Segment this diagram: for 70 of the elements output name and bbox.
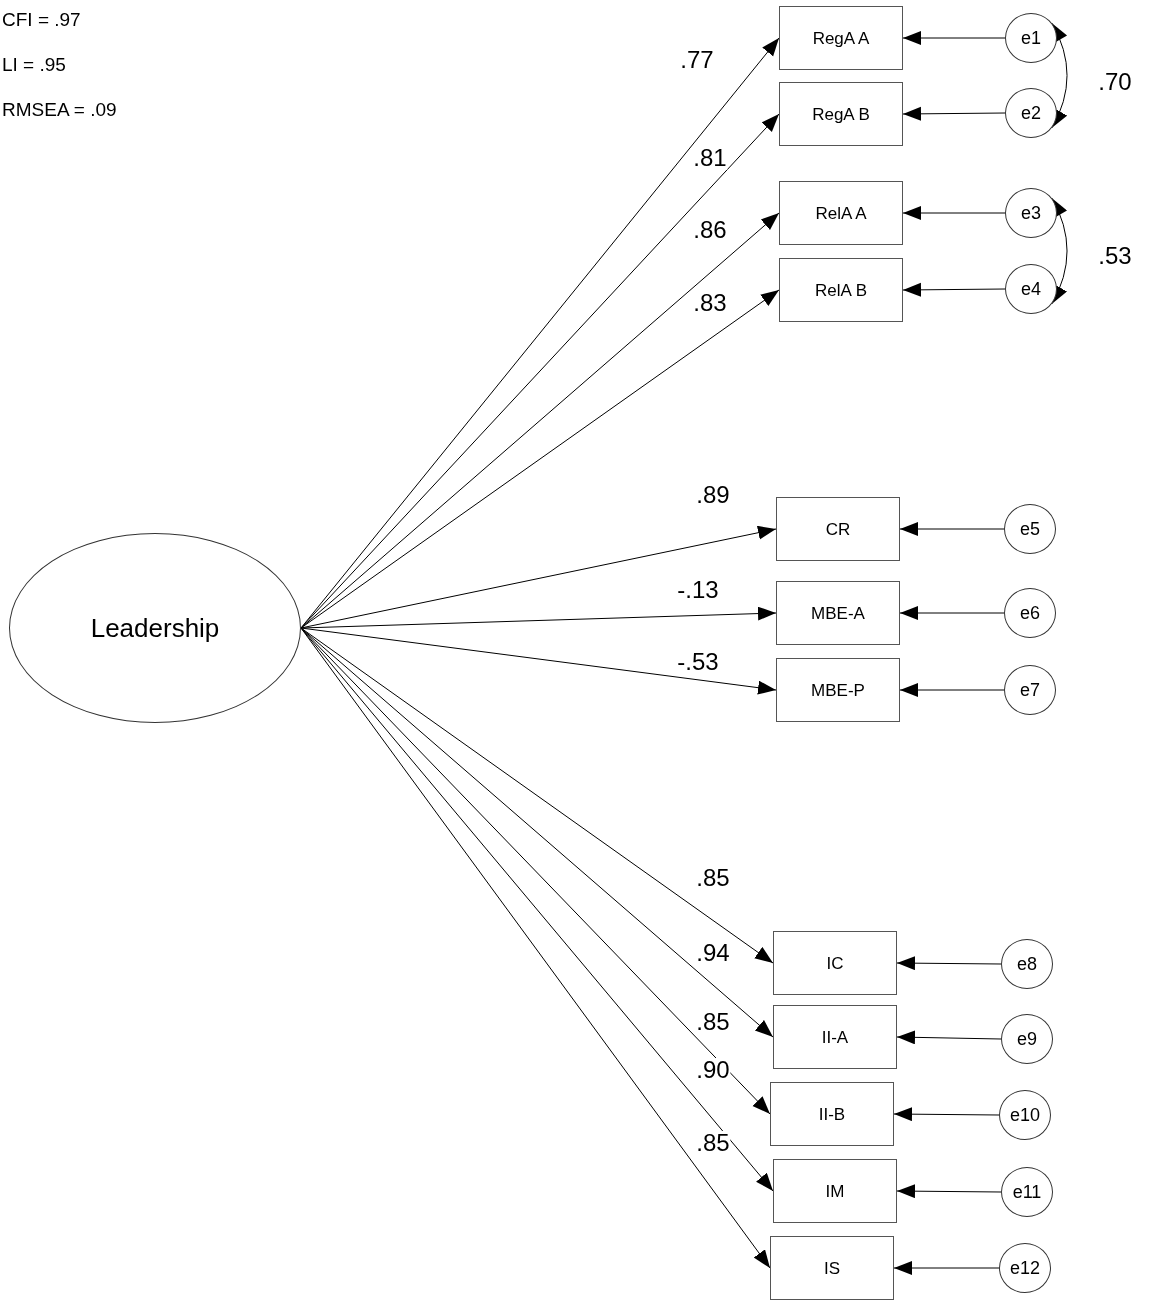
path-arrow [902,106,1006,121]
observed-variable-box [773,931,897,995]
variable-label: II-B [818,1105,846,1123]
variable-label: IS [823,1259,841,1277]
variable-label: e2 [1021,104,1041,122]
observed-variable-box [770,1236,894,1300]
variable-label: RegA B [812,105,870,123]
error-term-circle [1004,504,1056,554]
path-arrow [300,627,777,695]
path-arrow [300,627,774,964]
variable-label: e6 [1020,604,1040,622]
error-term-circle [1004,588,1056,638]
error-term-circle [1001,1167,1053,1217]
observed-variable-box [779,258,903,322]
fit-statistic: RMSEA = .09 [2,100,117,119]
variable-label: IC [826,954,844,972]
variable-label: IM [825,1182,845,1200]
error-term-circle [1004,665,1056,715]
observed-variable-box [779,6,903,70]
path-arrow [300,606,777,629]
error-term-circle [1005,88,1057,138]
path-arrow [902,206,1006,220]
fit-statistic: CFI = .97 [2,10,81,29]
variable-label: RegA A [812,29,870,47]
path-arrow [899,606,1005,620]
variable-label: e12 [1009,1259,1040,1277]
variable-label: II-A [821,1028,849,1046]
variable-label: e5 [1020,520,1040,538]
path-arrow [902,31,1006,45]
variable-label: RelA A [815,204,867,222]
path-arrow [896,956,1002,971]
observed-variable-box [776,497,900,561]
observed-variable-box [779,181,903,245]
path-arrow [896,1030,1002,1045]
error-term-circle [1005,264,1057,314]
path-arrow [893,1261,1000,1275]
variable-label: e1 [1021,29,1041,47]
path-arrow [896,1184,1002,1199]
error-term-circle [1005,188,1057,238]
variable-label: e7 [1020,681,1040,699]
error-term-circle [1005,13,1057,63]
error-term-circle [999,1243,1051,1293]
variable-label: Leadership [90,615,220,641]
observed-variable-box [773,1159,897,1223]
variable-label: e3 [1021,204,1041,222]
path-arrow [899,522,1005,536]
observed-variable-box [779,82,903,146]
variable-label: CR [825,520,851,538]
path-arrow [300,289,780,629]
variable-label: e10 [1009,1106,1040,1124]
variable-label: e11 [1012,1183,1042,1201]
loading-value: .81 [692,146,728,170]
error-term-circle [1001,1014,1053,1064]
variable-label: e8 [1017,955,1037,973]
observed-variable-box [773,1005,897,1069]
fit-statistic: LI = .95 [2,55,66,74]
variable-label: MBE-A [811,604,865,622]
variable-label: MBE-P [811,681,865,699]
path-arrow [300,212,780,629]
variable-label: RelA B [815,281,867,299]
observed-variable-box [776,581,900,645]
observed-variable-box [776,658,900,722]
path-arrow [899,683,1005,697]
error-term-circle [1001,939,1053,989]
observed-variable-box [770,1082,894,1146]
variable-label: e4 [1021,280,1041,298]
variable-label: e9 [1017,1030,1037,1048]
error-term-circle [999,1090,1051,1140]
path-arrow [893,1107,1000,1122]
path-arrow [902,282,1006,297]
